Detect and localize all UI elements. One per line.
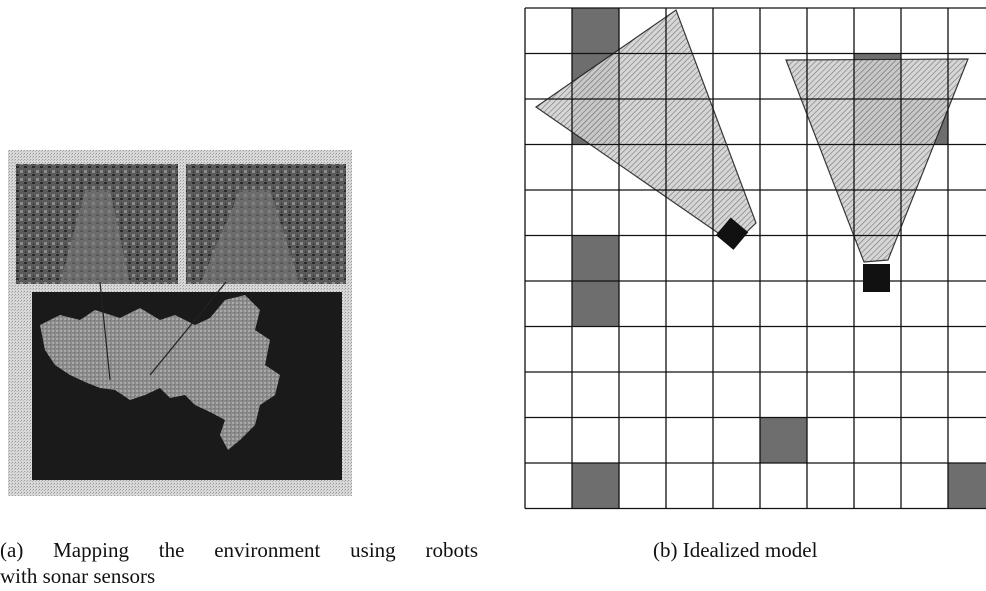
sonar-cones — [534, 9, 969, 263]
caption-figure-a: (a) Mapping the environment using robots… — [0, 537, 478, 589]
map-link-left — [99, 281, 111, 381]
occupied-cell — [572, 8, 619, 54]
caption-a-line1: (a) Mapping the environment using robots — [0, 538, 478, 562]
sonar-cone-left — [534, 9, 757, 245]
camera-view-right-floor — [200, 190, 300, 284]
occupied-cell — [572, 281, 619, 327]
map-link-right — [149, 281, 227, 376]
camera-view-left-floor — [60, 190, 130, 284]
idealized-grid-figure — [524, 7, 986, 510]
mapping-photo-figure — [8, 150, 352, 496]
occupied-cell — [760, 417, 807, 463]
occupied-cell — [572, 463, 619, 509]
caption-figure-b: (b) Idealized model — [653, 538, 818, 562]
occupied-cell — [572, 235, 619, 281]
explored-map-region — [40, 295, 280, 450]
occupied-cell — [948, 463, 986, 509]
caption-a-line2: with sonar sensors — [0, 564, 156, 588]
robot-left — [715, 217, 749, 250]
grid-lines — [524, 7, 986, 510]
robot-right — [863, 264, 890, 292]
sonar-cone-right — [785, 58, 969, 263]
